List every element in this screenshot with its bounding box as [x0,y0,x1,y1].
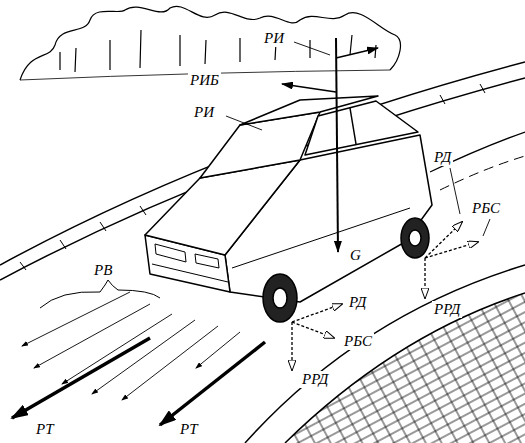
leader-lines [294,42,330,55]
force-arrows [336,38,338,252]
force-label: G [348,247,363,264]
air-flow-lines [22,292,130,346]
force-arrows [425,222,462,258]
force-label: РИ [262,30,286,47]
leader-lines [226,42,490,236]
car [305,101,418,155]
car [401,218,429,258]
car [409,230,421,246]
leader-lines [226,116,262,130]
force-arrows [425,242,478,258]
force-label: РД [432,149,453,166]
trees [60,30,376,72]
trees [20,6,400,80]
leader-lines [483,219,490,236]
force-label: РИБ [188,72,221,89]
force-arrows [282,38,478,370]
traction-arrows [12,338,150,418]
leader-lines [450,168,460,214]
force-label: РТ [34,421,56,438]
road [245,265,525,443]
force-label: РТ [178,421,200,438]
car [152,264,228,282]
force-label: РРД [300,371,330,388]
car [350,108,356,144]
car [232,208,410,268]
force-label: РРД [432,301,462,318]
car [155,244,219,268]
road [430,132,525,172]
car [145,96,432,322]
force-label: РБС [470,200,502,217]
air-flow-lines [196,332,240,368]
road [285,293,525,443]
force-arrows [292,322,334,338]
trees [20,6,400,80]
force-arrows [336,48,378,58]
air-flow-lines [62,314,172,384]
force-label: РВ [92,262,114,279]
force-arrows [282,84,336,92]
force-label: РБС [342,333,374,350]
traction-arrows [160,342,265,425]
force-arrows [424,258,425,298]
force-label: РД [347,294,368,311]
force-arrows [292,304,342,322]
force-label: РИ [192,104,216,121]
force-arrows [291,322,292,370]
car [273,288,287,308]
air-flow-lines [22,280,240,400]
air-flow-lines [40,280,160,308]
traction-arrows [12,338,265,425]
car [263,274,297,322]
road [0,62,525,443]
air-flow-lines [34,304,150,368]
